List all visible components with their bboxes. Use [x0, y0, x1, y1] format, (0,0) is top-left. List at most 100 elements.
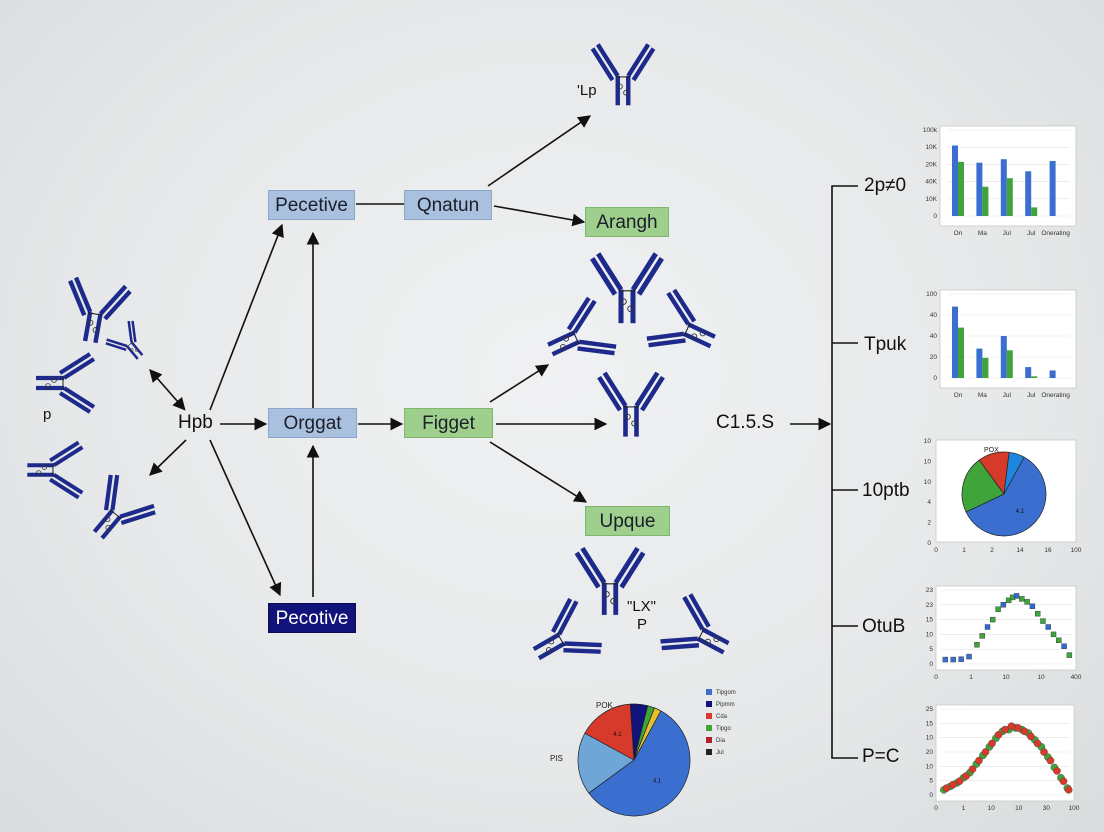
bracket-label-tpuk: Tpuk	[864, 334, 907, 355]
point-2	[958, 656, 964, 662]
node-upque[interactable]: Upque	[585, 506, 670, 536]
pie-side-label: PIS	[550, 754, 563, 763]
bar-s1-0	[958, 327, 964, 378]
point-15	[1029, 603, 1036, 609]
point-9	[1000, 602, 1007, 608]
node-orggat[interactable]: Orggat	[268, 408, 357, 438]
ytick-label: 10	[926, 735, 934, 742]
point-s1-0	[942, 784, 951, 792]
antibody-lower-left	[532, 597, 602, 661]
xtick-label: 2	[990, 547, 994, 554]
xtick-label: 0	[934, 805, 938, 812]
ytick-label: 0	[929, 792, 933, 799]
bar-s0-2	[1000, 336, 1007, 378]
point-s1-7	[988, 739, 996, 748]
node-pecetive[interactable]: Pecetive	[268, 190, 355, 220]
xtick-label: Ma	[978, 230, 987, 237]
legend-label-5: Jul	[716, 750, 724, 756]
ytick-label: 0	[929, 661, 933, 668]
xtick-label: Onerating	[1041, 392, 1070, 399]
point-16	[1034, 610, 1041, 617]
bar-s0-3	[1025, 171, 1032, 216]
arrow-hpb-to-lower-antibody	[149, 439, 187, 476]
point-s1-18	[1059, 777, 1068, 786]
xtick-label: 10	[1002, 674, 1010, 681]
pie-slice-3	[1003, 451, 1025, 495]
arrow-figget-to-upque	[489, 441, 588, 503]
legend-swatch-1	[706, 701, 712, 707]
xtick-label: 1	[969, 674, 973, 681]
arrow-hpb-to-pecetive	[209, 223, 284, 411]
point-s1-14	[1033, 739, 1042, 748]
legend-label-4: Dia	[716, 738, 726, 744]
antibody-left-mid	[36, 352, 96, 414]
bar-s0-0	[952, 306, 958, 378]
point-20	[1056, 637, 1062, 644]
arrow-qnatun-to-top-antibody	[487, 115, 592, 187]
pie-title-fragment: POK	[596, 701, 614, 710]
legend-label-0: Tipgom	[716, 690, 736, 696]
point-14	[1024, 599, 1030, 605]
legend-swatch-5	[706, 749, 712, 755]
node-pecotive[interactable]: Pecotive	[268, 603, 356, 633]
ytick-label: 23	[926, 587, 934, 594]
pie-slice-2	[584, 703, 635, 761]
bar-s0-4	[1049, 370, 1056, 378]
ytick-label: 25	[926, 706, 934, 713]
point-22	[1066, 652, 1073, 658]
point-s1-11	[1014, 724, 1022, 732]
point-s1-9	[1001, 725, 1009, 734]
pie-slice-label: 4.1	[653, 778, 662, 784]
point-s1-17	[1053, 767, 1061, 775]
ytick-label: 10	[924, 458, 932, 465]
pie-slice-5	[633, 707, 662, 761]
point-13	[1019, 596, 1025, 602]
node-qnatun[interactable]: Qnatun	[404, 190, 492, 220]
node-arangh[interactable]: Arangh	[585, 207, 669, 237]
xtick-label: On	[954, 392, 963, 399]
bar-s1-2	[1006, 350, 1013, 378]
point-6	[984, 624, 991, 630]
point-s1-19	[1064, 786, 1073, 794]
point-7	[990, 616, 996, 623]
xtick-label: 10	[1037, 674, 1045, 681]
pie-slice-label: 4.1	[1016, 509, 1025, 515]
point-s1-10	[1007, 722, 1016, 731]
antibody-left-upper	[68, 276, 132, 344]
pie-slice-0	[588, 710, 691, 817]
xtick-label: 100	[1071, 547, 1082, 554]
xtick-label: Jul	[1027, 230, 1036, 237]
antibody-top	[590, 43, 656, 106]
node-figget[interactable]: Figget	[404, 408, 493, 438]
antibody-mid-center	[590, 252, 664, 324]
point-s1-1	[949, 780, 957, 789]
bar-s0-0	[952, 145, 958, 216]
ytick-label: 10K	[925, 144, 937, 151]
arrow-hpb-to-pecotive	[209, 439, 282, 597]
bracket-label-2p: 2p≠0	[864, 175, 907, 196]
point-s1-13	[1027, 732, 1035, 741]
antibody-mid-left	[547, 296, 617, 357]
ytick-label: 4	[927, 499, 931, 506]
point-10	[1005, 597, 1012, 604]
point-12	[1013, 593, 1020, 599]
xtick-label: 16	[1044, 547, 1052, 554]
point-1	[950, 656, 956, 663]
xtick-label: 14	[1016, 547, 1024, 554]
point-19	[1050, 631, 1057, 638]
antibody-left-small	[105, 320, 144, 360]
arrow-qnatun-to-arangh	[493, 205, 586, 227]
label-left-p: p	[43, 406, 52, 423]
ytick-label: 0	[927, 540, 931, 547]
label-lower-p: P	[637, 616, 648, 633]
ytick-label: 5	[929, 778, 933, 785]
xtick-label: 10	[1015, 805, 1023, 812]
bracket-label-10ptb: 10ptb	[862, 480, 910, 501]
legend-label-1: Pipmm	[716, 702, 735, 708]
xtick-label: 0	[934, 547, 938, 554]
